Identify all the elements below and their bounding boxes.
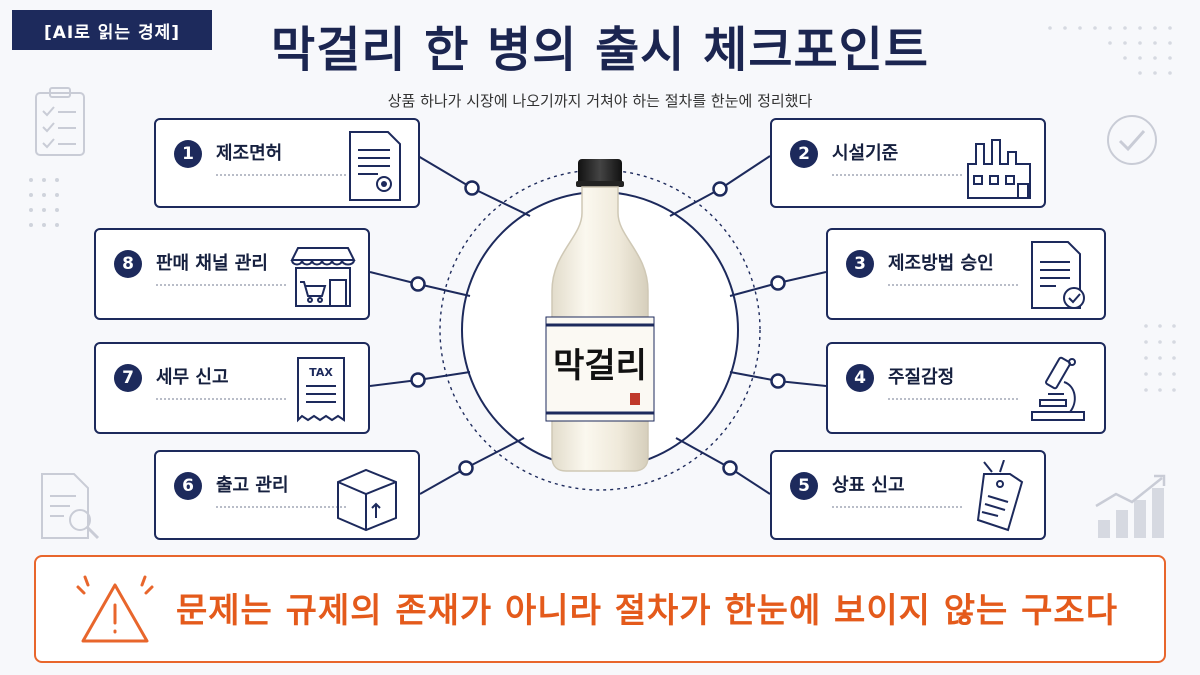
growth-chart-icon (1095, 474, 1166, 538)
step-card-8: 8 판매 채널 관리 (94, 228, 370, 320)
step-card-4: 4 주질감정 (826, 342, 1106, 434)
dotted-divider (216, 174, 346, 176)
step-number: 4 (846, 364, 874, 392)
price-tag-icon (976, 460, 1024, 532)
store-icon (290, 247, 356, 307)
factory-icon (967, 139, 1031, 199)
step-label: 시설기준 (832, 143, 899, 164)
approved-document-icon (1031, 241, 1085, 309)
step-number: 2 (790, 140, 818, 168)
step-card-5: 5 상표 신고 (770, 450, 1046, 540)
box-icon (337, 468, 397, 532)
step-card-2: 2 시설기준 (770, 118, 1046, 208)
section-badge: [AI로 읽는 경제] (12, 10, 212, 50)
dotted-divider (888, 284, 1018, 286)
tax-receipt-icon: TAX (297, 357, 345, 423)
checklist-icon (35, 87, 85, 156)
step-number: 5 (790, 472, 818, 500)
step-label: 출고 관리 (216, 475, 289, 496)
dotted-divider (888, 398, 1018, 400)
connector-node (410, 372, 426, 388)
tax-icon-text: TAX (309, 366, 333, 379)
page-subtitle: 상품 하나가 시장에 나오기까지 거쳐야 하는 절차를 한눈에 정리했다 (387, 92, 813, 110)
connector-node (712, 181, 728, 197)
dotted-divider (832, 506, 962, 508)
conclusion-text: 문제는 규제의 존재가 아니라 절차가 한눈에 보이지 않는 구조다 (176, 591, 1118, 631)
dot-grid-icon (1048, 26, 1172, 75)
step-label: 판매 채널 관리 (156, 253, 268, 274)
step-card-3: 3 제조방법 승인 (826, 228, 1106, 320)
dotted-divider (832, 174, 962, 176)
dotted-divider (156, 284, 286, 286)
step-number: 8 (114, 250, 142, 278)
conclusion-banner: 문제는 규제의 존재가 아니라 절차가 한눈에 보이지 않는 구조다 (34, 555, 1166, 663)
step-number: 3 (846, 250, 874, 278)
bottle-label-text: 막걸리 (553, 346, 647, 386)
step-number: 6 (174, 472, 202, 500)
step-label: 제조방법 승인 (888, 253, 994, 274)
microscope-icon (1031, 356, 1085, 421)
step-card-1: 1 제조면허 (154, 118, 420, 208)
dotted-divider (156, 398, 286, 400)
connector-node (410, 276, 426, 292)
dotted-divider (216, 506, 346, 508)
connector-node (770, 275, 786, 291)
step-card-6: 6 출고 관리 (154, 450, 420, 540)
step-label: 주질감정 (888, 367, 955, 388)
certificate-icon (349, 131, 401, 201)
connector-node (722, 460, 738, 476)
step-label: 제조면허 (216, 143, 283, 164)
page-title: 막걸리 한 병의 출시 체크포인트 (271, 22, 929, 78)
dot-grid-icon (1144, 324, 1176, 392)
document-search-icon (41, 473, 100, 540)
warning-icon (76, 575, 154, 643)
connector-node (464, 180, 480, 196)
check-circle-icon (1107, 115, 1157, 165)
connector-node (458, 460, 474, 476)
makgeolli-bottle (545, 159, 655, 472)
dot-grid-icon (29, 178, 59, 227)
step-label: 세무 신고 (156, 367, 229, 388)
step-number: 7 (114, 364, 142, 392)
connector-node (770, 373, 786, 389)
step-label: 상표 신고 (832, 475, 905, 496)
step-card-7: 7 세무 신고 TAX (94, 342, 370, 434)
step-number: 1 (174, 140, 202, 168)
